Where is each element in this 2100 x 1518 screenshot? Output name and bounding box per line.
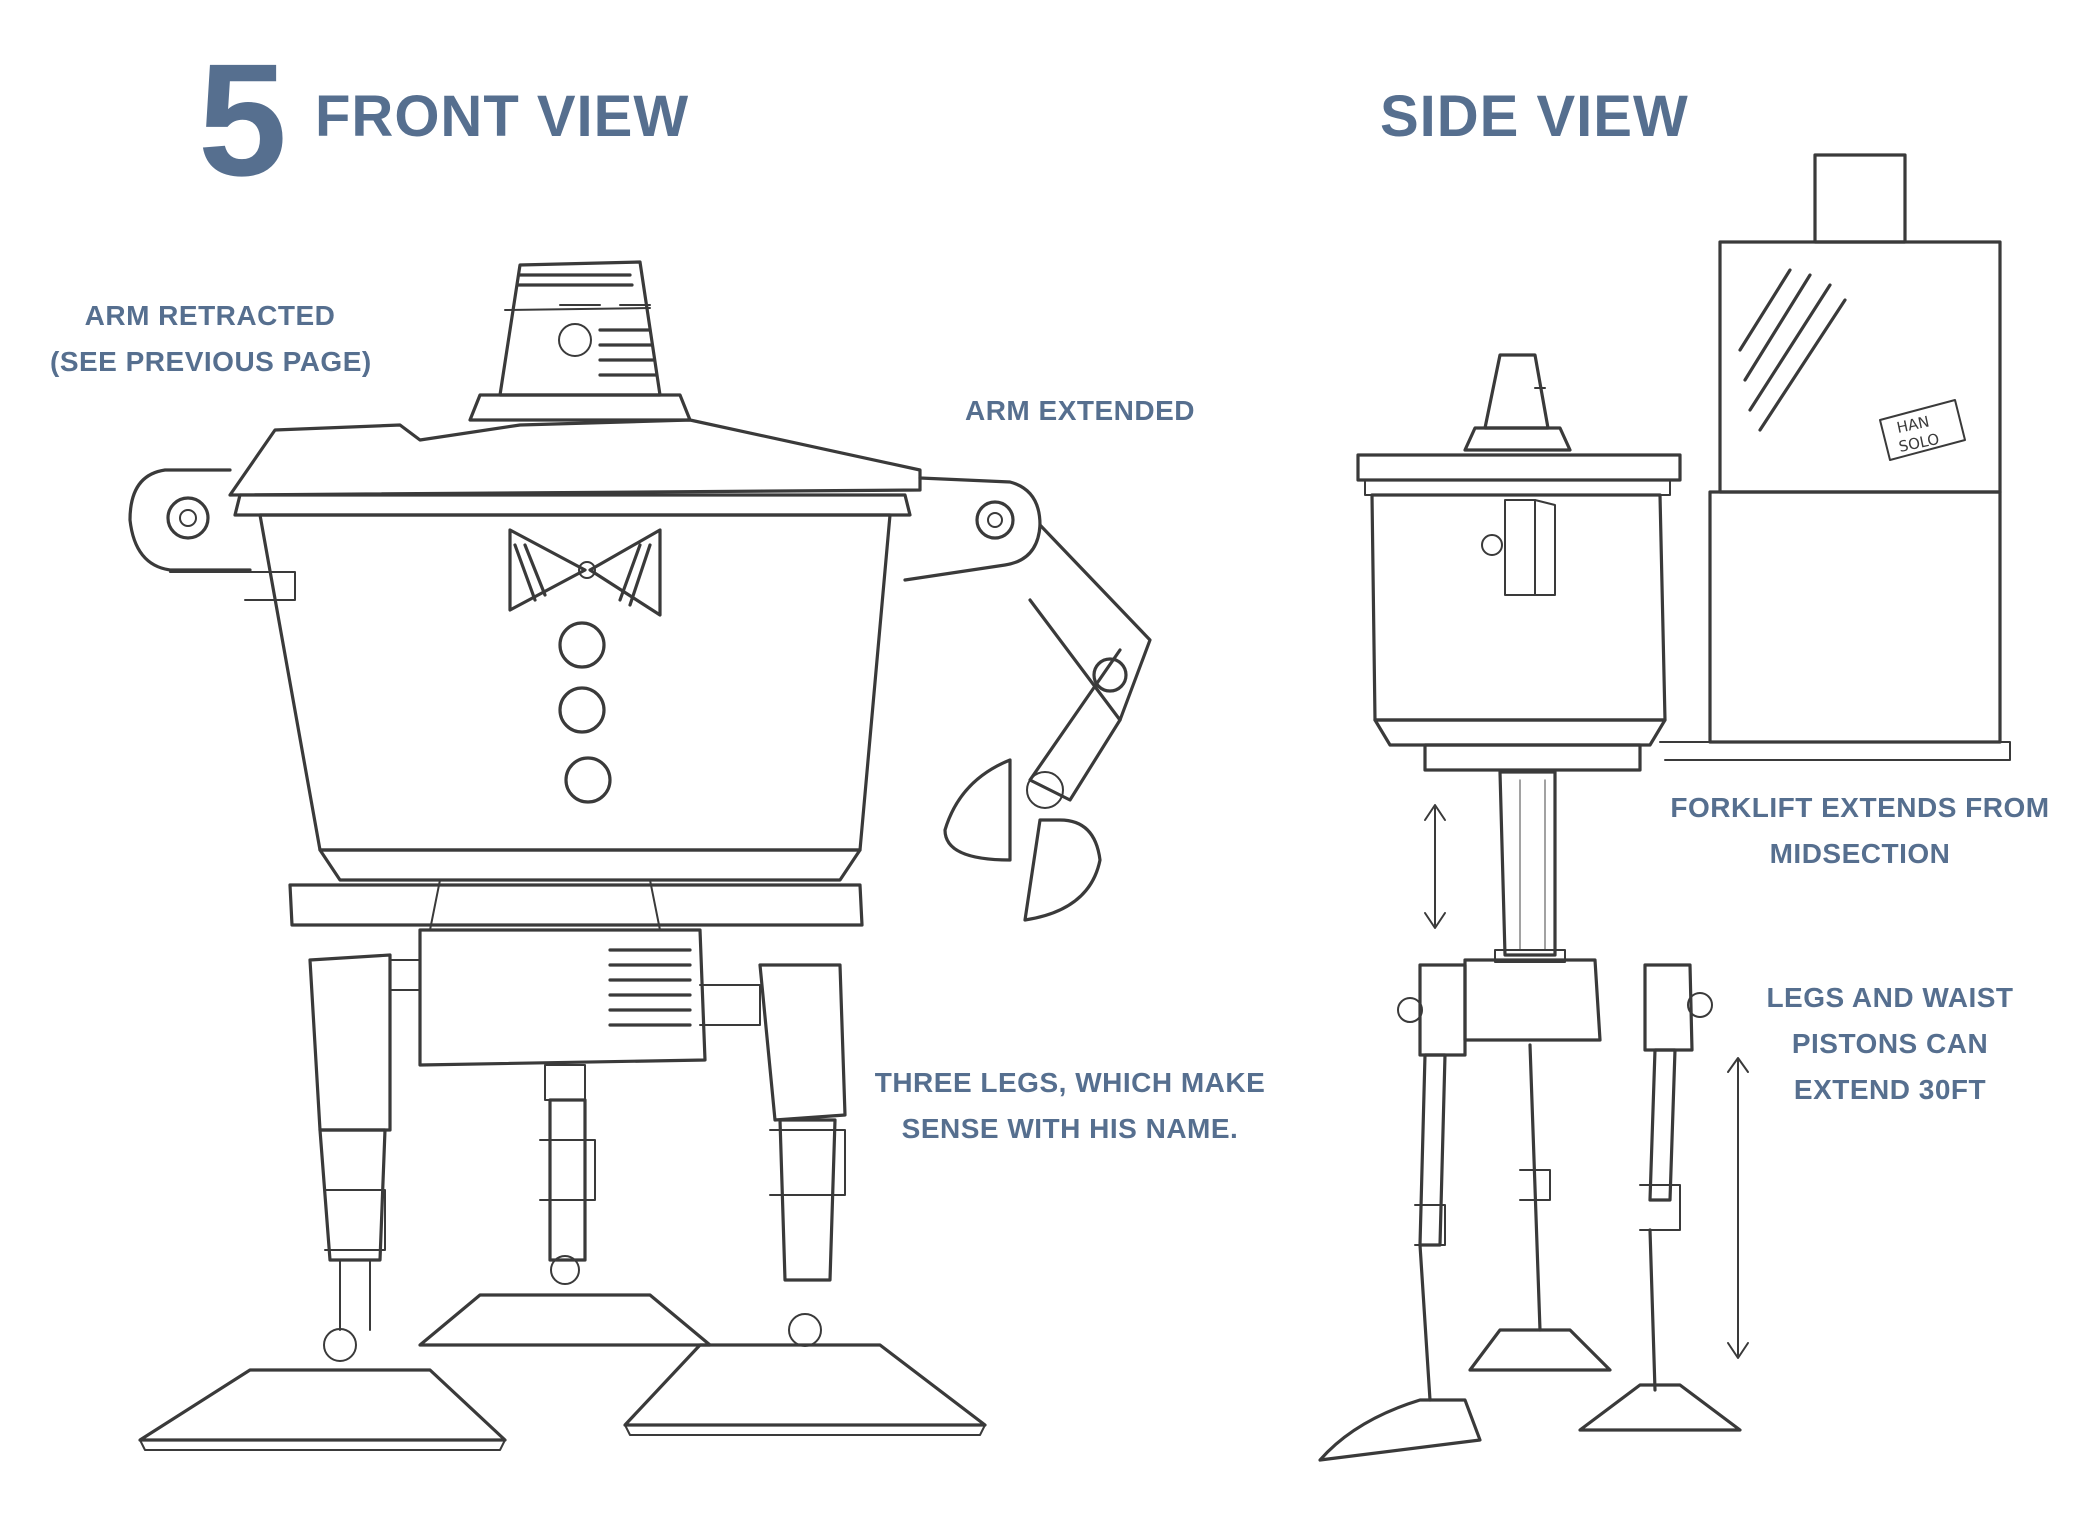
side-leg-right xyxy=(1643,963,1694,1052)
note-line: SENSE WITH HIS NAME. xyxy=(901,1113,1239,1144)
note-line: LEGS AND WAIST xyxy=(1766,982,2014,1013)
han-solo-tag xyxy=(1879,399,1966,461)
note-line: THREE LEGS, WHICH MAKE xyxy=(874,1067,1266,1098)
claw-upper xyxy=(943,758,1012,862)
arm-joint xyxy=(1092,657,1128,693)
head-eye xyxy=(558,323,592,357)
body-button xyxy=(558,621,606,669)
arm-retracted xyxy=(128,468,252,572)
note-line: MIDSECTION xyxy=(1769,838,1951,869)
robot-lid xyxy=(228,418,922,497)
leg-middle-piston xyxy=(548,1098,587,1262)
note-arm-extended: ARM EXTENDED xyxy=(930,388,1230,434)
side-foot-left xyxy=(1318,1398,1482,1462)
note-pistons: LEGS AND WAIST PISTONS CAN EXTEND 30FT xyxy=(1740,975,2040,1113)
side-arm-block xyxy=(1504,499,1536,596)
body-button xyxy=(564,756,612,804)
note-arm-retracted: ARM RETRACTED (SEE PREVIOUS PAGE) xyxy=(50,293,372,385)
page-number: 5 xyxy=(198,30,287,209)
note-line: FORKLIFT EXTENDS FROM xyxy=(1670,792,2050,823)
side-waist xyxy=(1463,958,1602,1042)
crate-top xyxy=(1813,153,1907,244)
arm-joint xyxy=(166,496,210,540)
leg-right-piston xyxy=(778,1118,837,1282)
side-lid xyxy=(1356,453,1682,482)
leg-left-piston xyxy=(318,1128,387,1262)
leg-left-upper xyxy=(308,953,392,1132)
crate-upper xyxy=(1718,240,2002,494)
note-line: EXTEND 30FT xyxy=(1793,1074,1987,1105)
claw-lower xyxy=(1023,818,1102,922)
side-view-title: SIDE VIEW xyxy=(1380,84,1689,149)
side-body xyxy=(1370,493,1667,722)
note-forklift: FORKLIFT EXTENDS FROM MIDSECTION xyxy=(1650,785,2070,877)
body-button xyxy=(558,686,606,734)
side-foot-middle xyxy=(1468,1328,1612,1372)
bow-tie-left xyxy=(508,528,587,612)
note-line: ARM RETRACTED xyxy=(84,300,336,331)
leg-right-upper xyxy=(758,963,847,1122)
side-head xyxy=(1483,353,1550,430)
forklift-fork xyxy=(1659,741,2011,761)
note-line: (SEE PREVIOUS PAGE) xyxy=(50,346,372,377)
note-three-legs: THREE LEGS, WHICH MAKE SENSE WITH HIS NA… xyxy=(860,1060,1280,1152)
side-leg-left xyxy=(1418,963,1467,1057)
crate-lower xyxy=(1708,490,2002,744)
side-foot-right xyxy=(1578,1383,1742,1432)
waist-block xyxy=(418,928,707,1067)
bow-tie-right xyxy=(588,528,662,617)
front-view-title: FRONT VIEW xyxy=(315,84,690,149)
arm-joint xyxy=(975,500,1015,540)
waist-plate xyxy=(288,883,864,927)
note-line: PISTONS CAN xyxy=(1791,1028,1989,1059)
side-central-piston xyxy=(1498,770,1557,957)
note-line: ARM EXTENDED xyxy=(964,395,1195,426)
